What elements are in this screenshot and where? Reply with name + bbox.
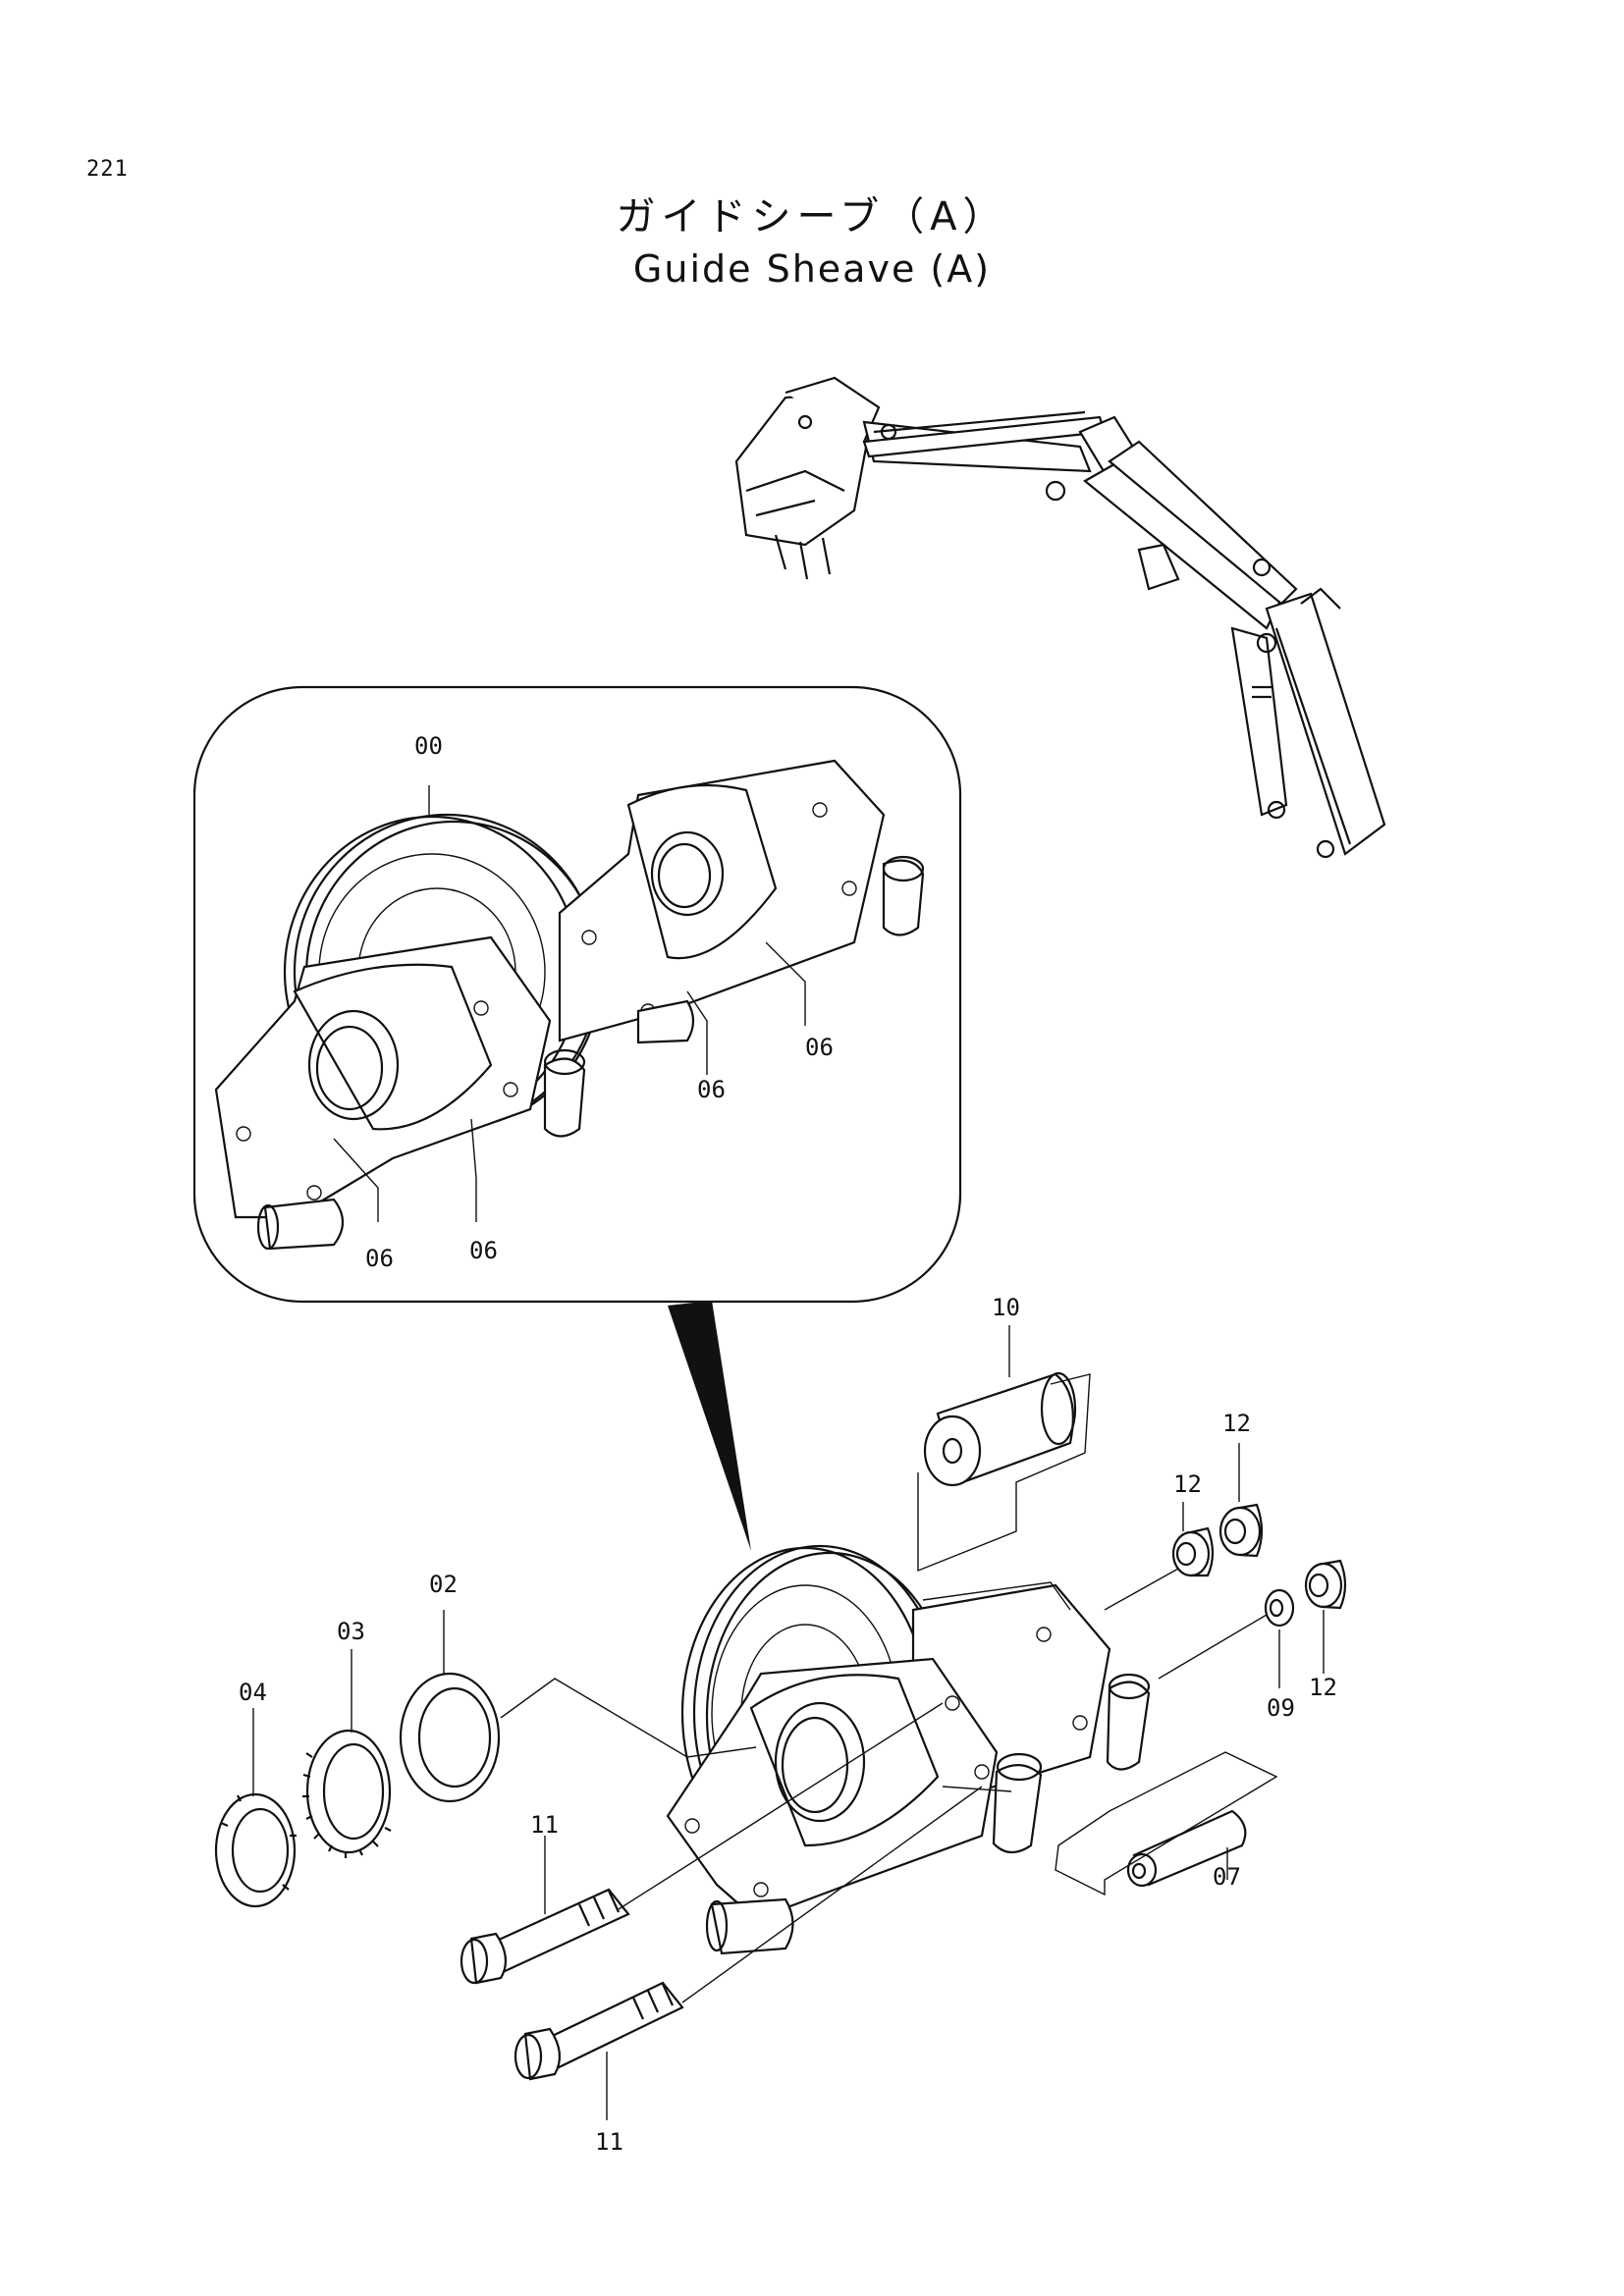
title-japanese: ガイドシーブ（A） <box>616 194 1008 240</box>
callout-03: 03 <box>337 1618 365 1645</box>
callout-09: 09 <box>1267 1694 1295 1722</box>
callout-06-right: 06 <box>805 1034 834 1061</box>
callout-02: 02 <box>429 1571 458 1598</box>
callout-06-front: 06 <box>469 1237 498 1264</box>
callout-06-left: 06 <box>365 1245 394 1272</box>
page-number: 221 <box>86 157 129 182</box>
title-english: Guide Sheave (A) <box>632 247 992 291</box>
callout-10: 10 <box>992 1294 1020 1321</box>
callout-11-lower: 11 <box>595 2128 623 2156</box>
callout-11-upper: 11 <box>530 1811 559 1839</box>
inset-pointer-arrow <box>668 1301 751 1551</box>
callout-12-lower: 12 <box>1173 1470 1202 1498</box>
detail-inset-frame <box>192 685 962 1304</box>
callout-04: 04 <box>239 1679 267 1706</box>
exploded-guide-sheave <box>214 1325 1347 2120</box>
inset-guide-sheave <box>214 759 925 1251</box>
callout-07: 07 <box>1213 1863 1241 1891</box>
callout-06-mid: 06 <box>697 1076 726 1103</box>
callout-12-upper: 12 <box>1222 1410 1251 1437</box>
excavator-boom-illustration <box>734 376 1386 859</box>
callout-12-right: 12 <box>1309 1674 1337 1701</box>
callout-00-inset: 00 <box>414 732 443 760</box>
